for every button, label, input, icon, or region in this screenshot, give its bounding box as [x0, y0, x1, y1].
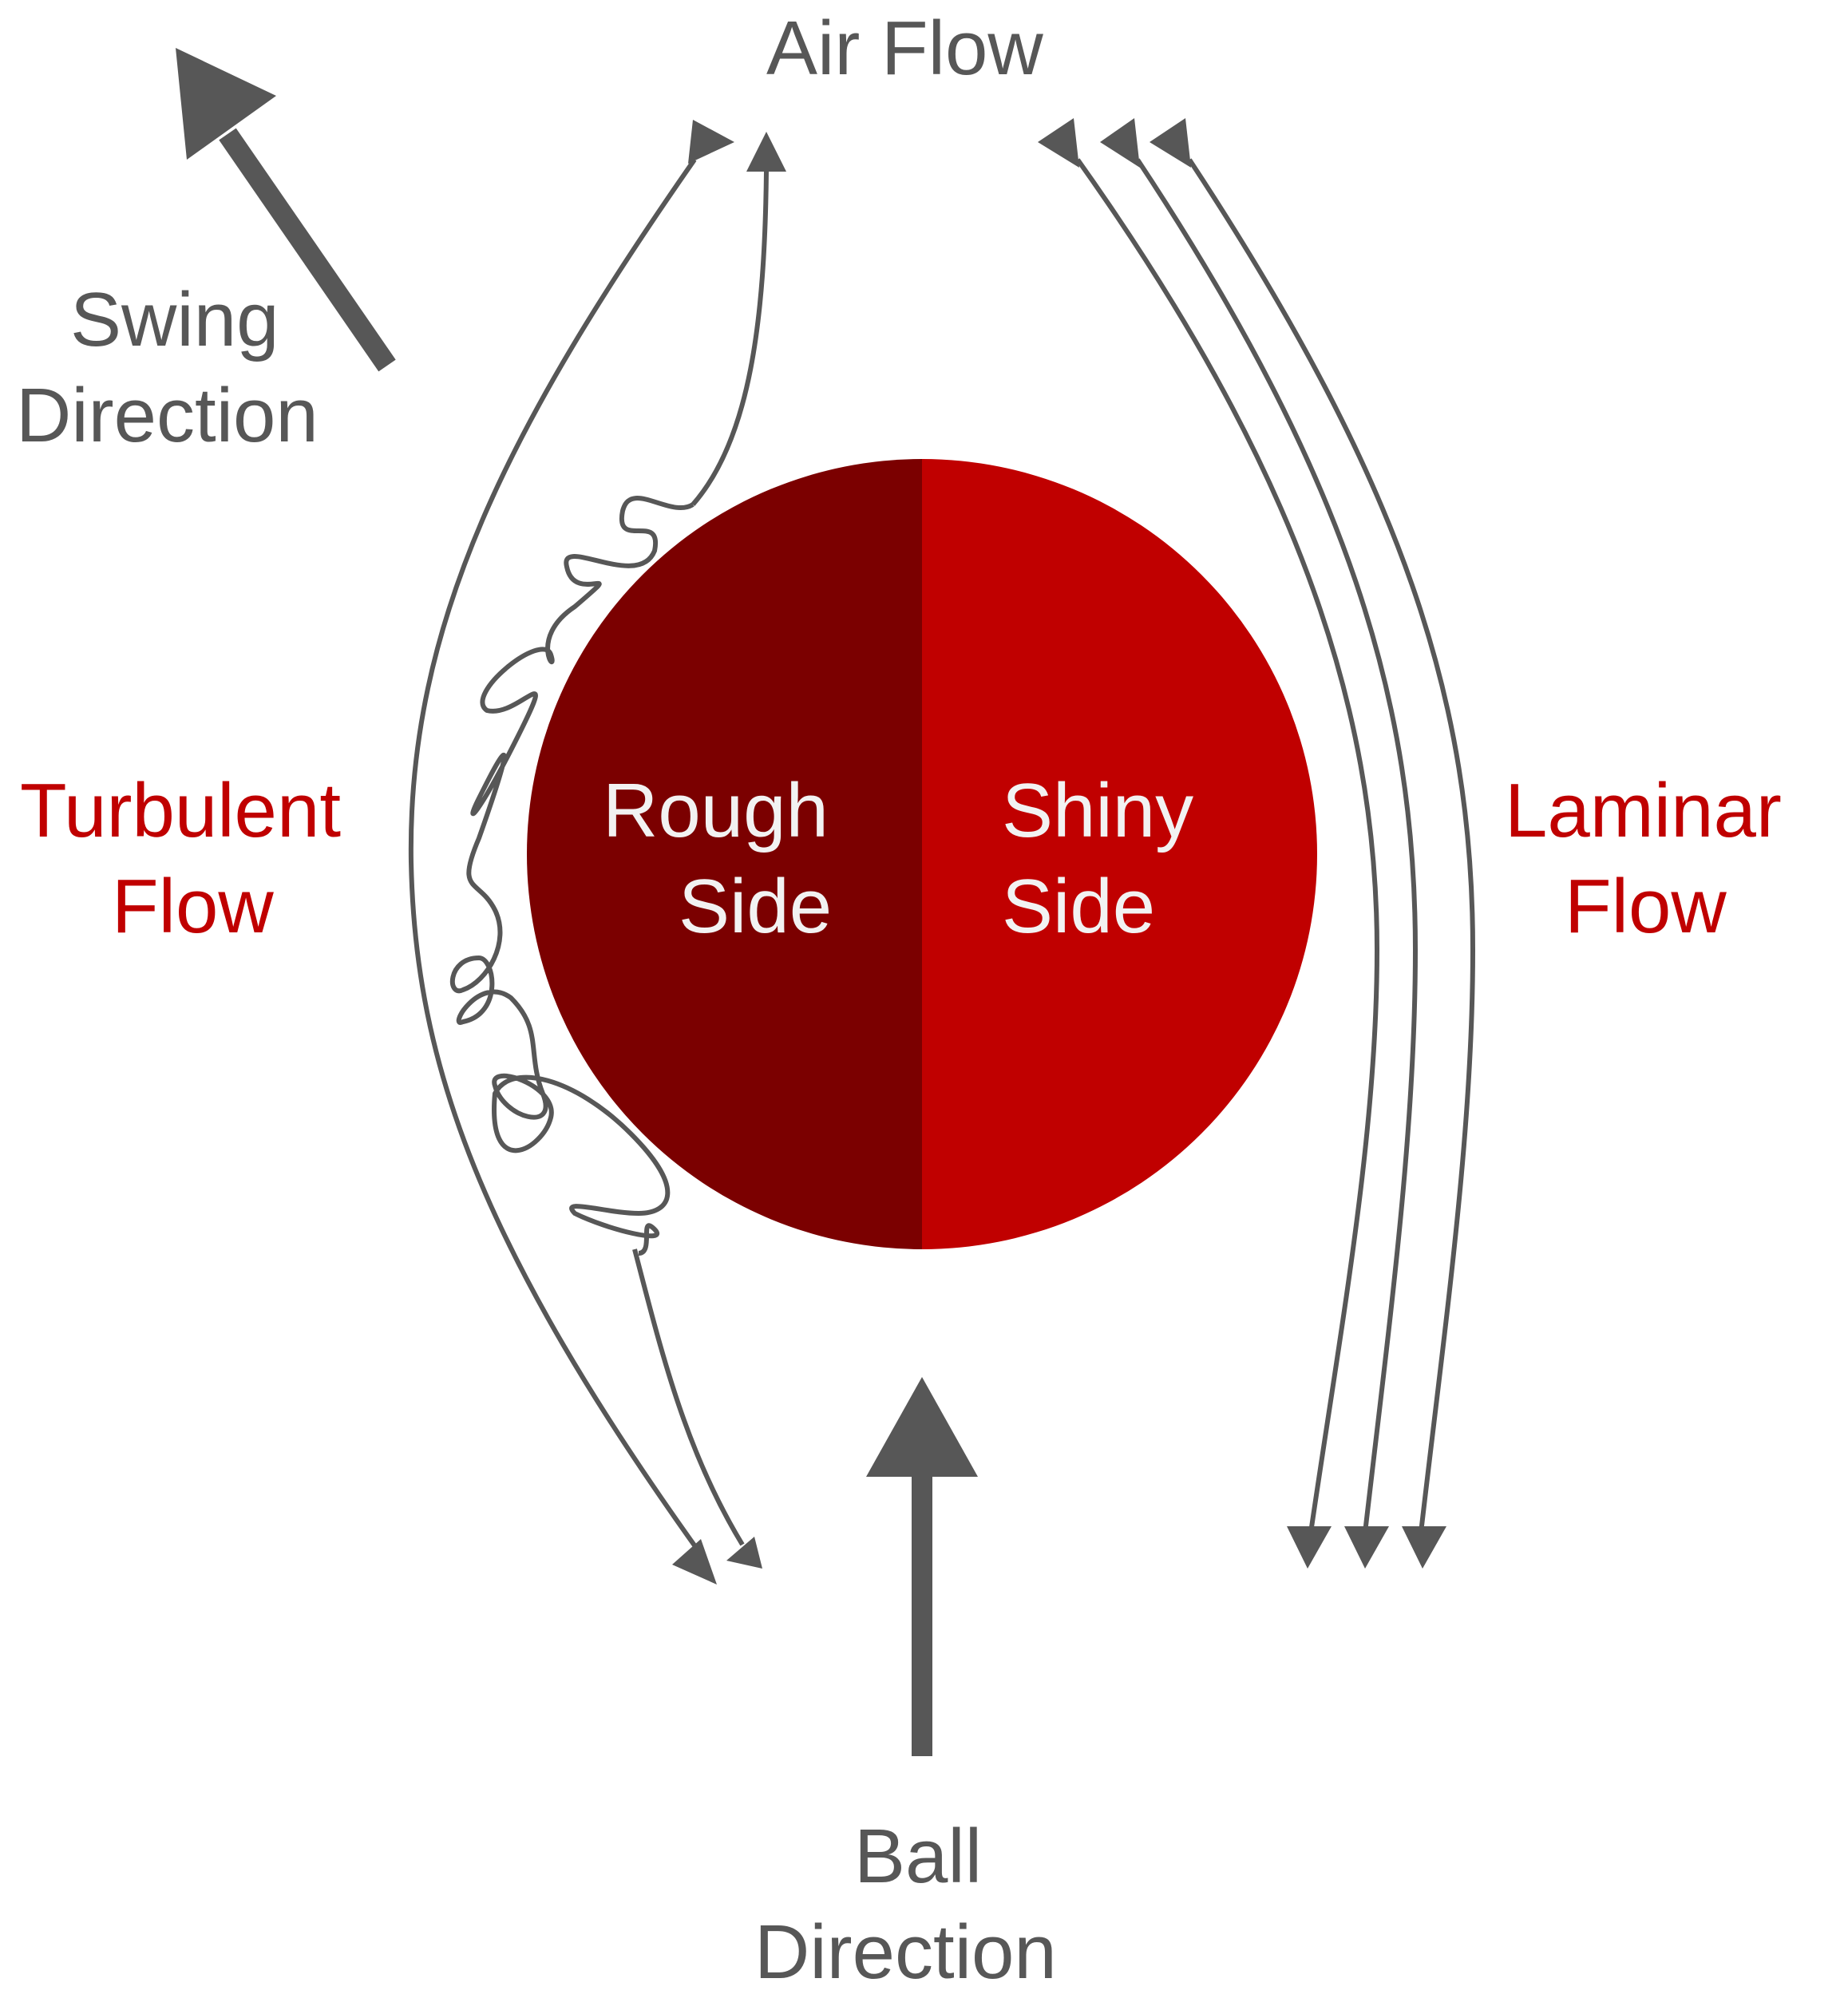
turbulent-flow-label-line1: Turbulent [20, 768, 341, 853]
rough-side-label-line2: Side [679, 864, 833, 949]
ball-rough-half [527, 459, 922, 1249]
separated-flow-line-top [691, 171, 769, 506]
separated-flow-line-bottom [632, 1248, 745, 1546]
turbulent-squiggle-line [450, 496, 694, 1256]
ball-direction-arrow [866, 1377, 978, 1756]
separated-flow-arrowhead-top [746, 132, 786, 172]
laminar-flow-line-3 [1187, 158, 1476, 1533]
rough-side-label-line1: Rough [603, 768, 829, 853]
cricket-ball [527, 459, 1317, 1249]
turbulent-flow-label-line2: Flow [112, 864, 274, 949]
ball-shiny-half [922, 459, 1317, 1249]
laminar-arrowhead-2-top [1100, 118, 1140, 168]
swing-direction-label-line1: Swing [70, 277, 279, 362]
swing-direction-label-line2: Direction [16, 373, 319, 458]
ball-direction-label-line2: Direction [754, 1909, 1057, 1995]
shiny-side-label-line2: Side [1002, 864, 1156, 949]
laminar-flow-label-line2: Flow [1565, 864, 1727, 949]
laminar-arrowhead-1-bottom [1287, 1526, 1332, 1569]
ball-direction-label-line1: Ball [854, 1814, 983, 1899]
turbulent-outer-arrowhead-top [688, 120, 734, 164]
laminar-arrowhead-2-bottom [1344, 1526, 1389, 1569]
turbulent-outer-flow-line [408, 158, 705, 1558]
shiny-side-label-line1: Shiny [1002, 768, 1194, 853]
swing-direction-arrow [176, 48, 396, 372]
laminar-flow-line-2 [1135, 158, 1419, 1533]
laminar-arrowhead-3-top [1150, 118, 1191, 168]
laminar-flow-line-1 [1075, 158, 1380, 1533]
laminar-arrowhead-1-top [1038, 118, 1079, 168]
turbulent-outer-arrowhead-bottom [672, 1539, 717, 1585]
separated-flow-arrowhead-bottom [726, 1537, 762, 1569]
laminar-arrowhead-3-bottom [1402, 1526, 1446, 1569]
laminar-flow-label-line1: Laminar [1505, 768, 1782, 853]
air-flow-label: Air Flow [766, 6, 1043, 91]
